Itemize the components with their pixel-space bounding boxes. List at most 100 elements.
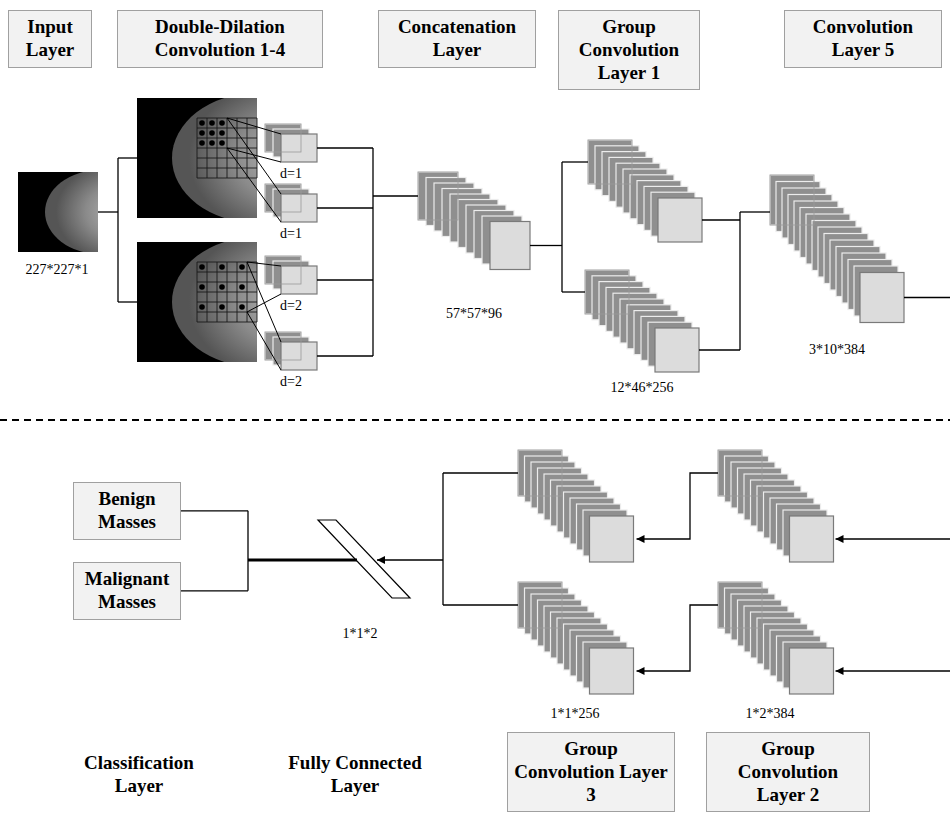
- dimension-label: d=2: [280, 298, 302, 315]
- feature-map: [281, 342, 317, 370]
- wire: [247, 511, 248, 591]
- feature-map-outline: [585, 270, 629, 314]
- feature-map: [281, 266, 317, 294]
- wire: [317, 355, 373, 356]
- feature-map-outline: [418, 172, 458, 220]
- kernel-grid-line: [197, 322, 257, 323]
- wire: [373, 195, 418, 196]
- layer-caption: Classification Layer: [59, 752, 219, 798]
- kernel-dot: [219, 130, 225, 136]
- wire: [637, 473, 719, 539]
- dilated-output-stack: [265, 184, 317, 222]
- kernel-dot: [209, 120, 215, 126]
- layer-name: Concatenation Layer: [385, 16, 529, 62]
- kernel-dot: [219, 120, 225, 126]
- kernel-dot: [219, 304, 225, 310]
- breast-tissue: [172, 98, 257, 218]
- wire: [562, 161, 588, 162]
- wire: [443, 604, 518, 605]
- feature-map-outline: [518, 450, 562, 496]
- section-divider: [0, 419, 950, 421]
- kernel-projection-line: [247, 262, 281, 342]
- feature-map: [790, 516, 834, 562]
- mammogram-image: [137, 93, 342, 223]
- feature-map-outline: [770, 175, 814, 225]
- kernel-dot: [209, 140, 215, 146]
- dimension-label: d=1: [280, 166, 302, 183]
- dimension-label: 1*1*2: [343, 626, 378, 643]
- layer-box: Concatenation Layer: [378, 10, 536, 68]
- dimension-label: 1*2*384: [746, 706, 795, 723]
- feature-map: [658, 198, 702, 242]
- wire: [836, 538, 950, 539]
- layer-box: Group Convolution Layer 2: [706, 732, 870, 812]
- layer-box: Malignant Masses: [73, 562, 181, 620]
- kernel-dot: [199, 140, 205, 146]
- dimension-label: 3*10*384: [809, 342, 865, 359]
- mammogram-image: [18, 170, 155, 254]
- kernel-dot: [219, 264, 225, 270]
- wire: [181, 590, 248, 591]
- dimension-label: 1*1*256: [551, 706, 600, 723]
- dilated-output-stack: [265, 256, 317, 294]
- wire: [442, 473, 443, 605]
- kernel-grid-line: [197, 302, 257, 303]
- kernel-grid-line: [197, 292, 257, 293]
- kernel-dot: [199, 304, 205, 310]
- dilated-output-stack: [265, 124, 317, 162]
- concatenation-stack: [418, 172, 530, 270]
- wire: [739, 212, 740, 350]
- layer-box: Convolution Layer 5: [784, 10, 942, 68]
- feature-map: [860, 273, 904, 323]
- kernel-dot: [209, 130, 215, 136]
- kernel-grid-line: [197, 282, 257, 283]
- kernel-grid-line: [197, 158, 257, 159]
- feature-map: [590, 516, 634, 562]
- feature-map-outline: [518, 582, 562, 628]
- kernel-dot: [219, 284, 225, 290]
- group-conv3-stack: [518, 450, 634, 562]
- kernel-dot: [199, 264, 205, 270]
- wire: [530, 245, 562, 246]
- wire: [443, 472, 518, 473]
- kernel-grid-line: [197, 138, 257, 139]
- feature-map: [655, 328, 699, 372]
- layer-box: Benign Masses: [73, 482, 181, 540]
- kernel-grid-line: [197, 168, 257, 169]
- layer-caption: Fully Connected Layer: [265, 752, 445, 798]
- layer-name: Group Convolution Layer 1: [565, 16, 693, 84]
- feature-map-outline: [718, 450, 762, 496]
- layer-box: Group Convolution Layer 3: [507, 732, 675, 812]
- layer-box: Double-Dilation Convolution 1-4: [117, 10, 323, 68]
- feature-map: [790, 648, 834, 694]
- group-conv2-stack: [718, 450, 834, 562]
- wire: [637, 605, 719, 671]
- layer-name: Double-Dilation Convolution 1-4: [124, 16, 316, 62]
- layer-box: Input Layer: [8, 10, 92, 68]
- group-conv3-stack: [518, 582, 634, 694]
- layer-box: Group Convolution Layer 1: [558, 10, 700, 90]
- kernel-dot: [199, 130, 205, 136]
- wire: [904, 297, 950, 298]
- conv5-stack: [770, 175, 904, 323]
- kernel-dot: [199, 120, 205, 126]
- wire: [317, 279, 373, 280]
- kernel-dot: [239, 284, 245, 290]
- kernel-projection-line: [247, 262, 281, 266]
- group-conv2-stack: [718, 582, 834, 694]
- breast-tissue: [45, 172, 98, 252]
- feature-map-outline: [588, 140, 632, 184]
- wire: [561, 162, 562, 292]
- feature-map-outline: [265, 332, 301, 360]
- wire: [372, 148, 373, 356]
- group-conv1-stack: [585, 270, 699, 372]
- kernel-projection-line: [227, 118, 281, 134]
- kernel-projection-line: [227, 118, 281, 194]
- wire: [317, 147, 373, 148]
- layer-name: Benign Masses: [80, 488, 174, 534]
- breast-tissue: [172, 242, 257, 362]
- kernel-dot: [219, 140, 225, 146]
- kernel-projection-line: [247, 312, 281, 370]
- kernel-dot: [239, 304, 245, 310]
